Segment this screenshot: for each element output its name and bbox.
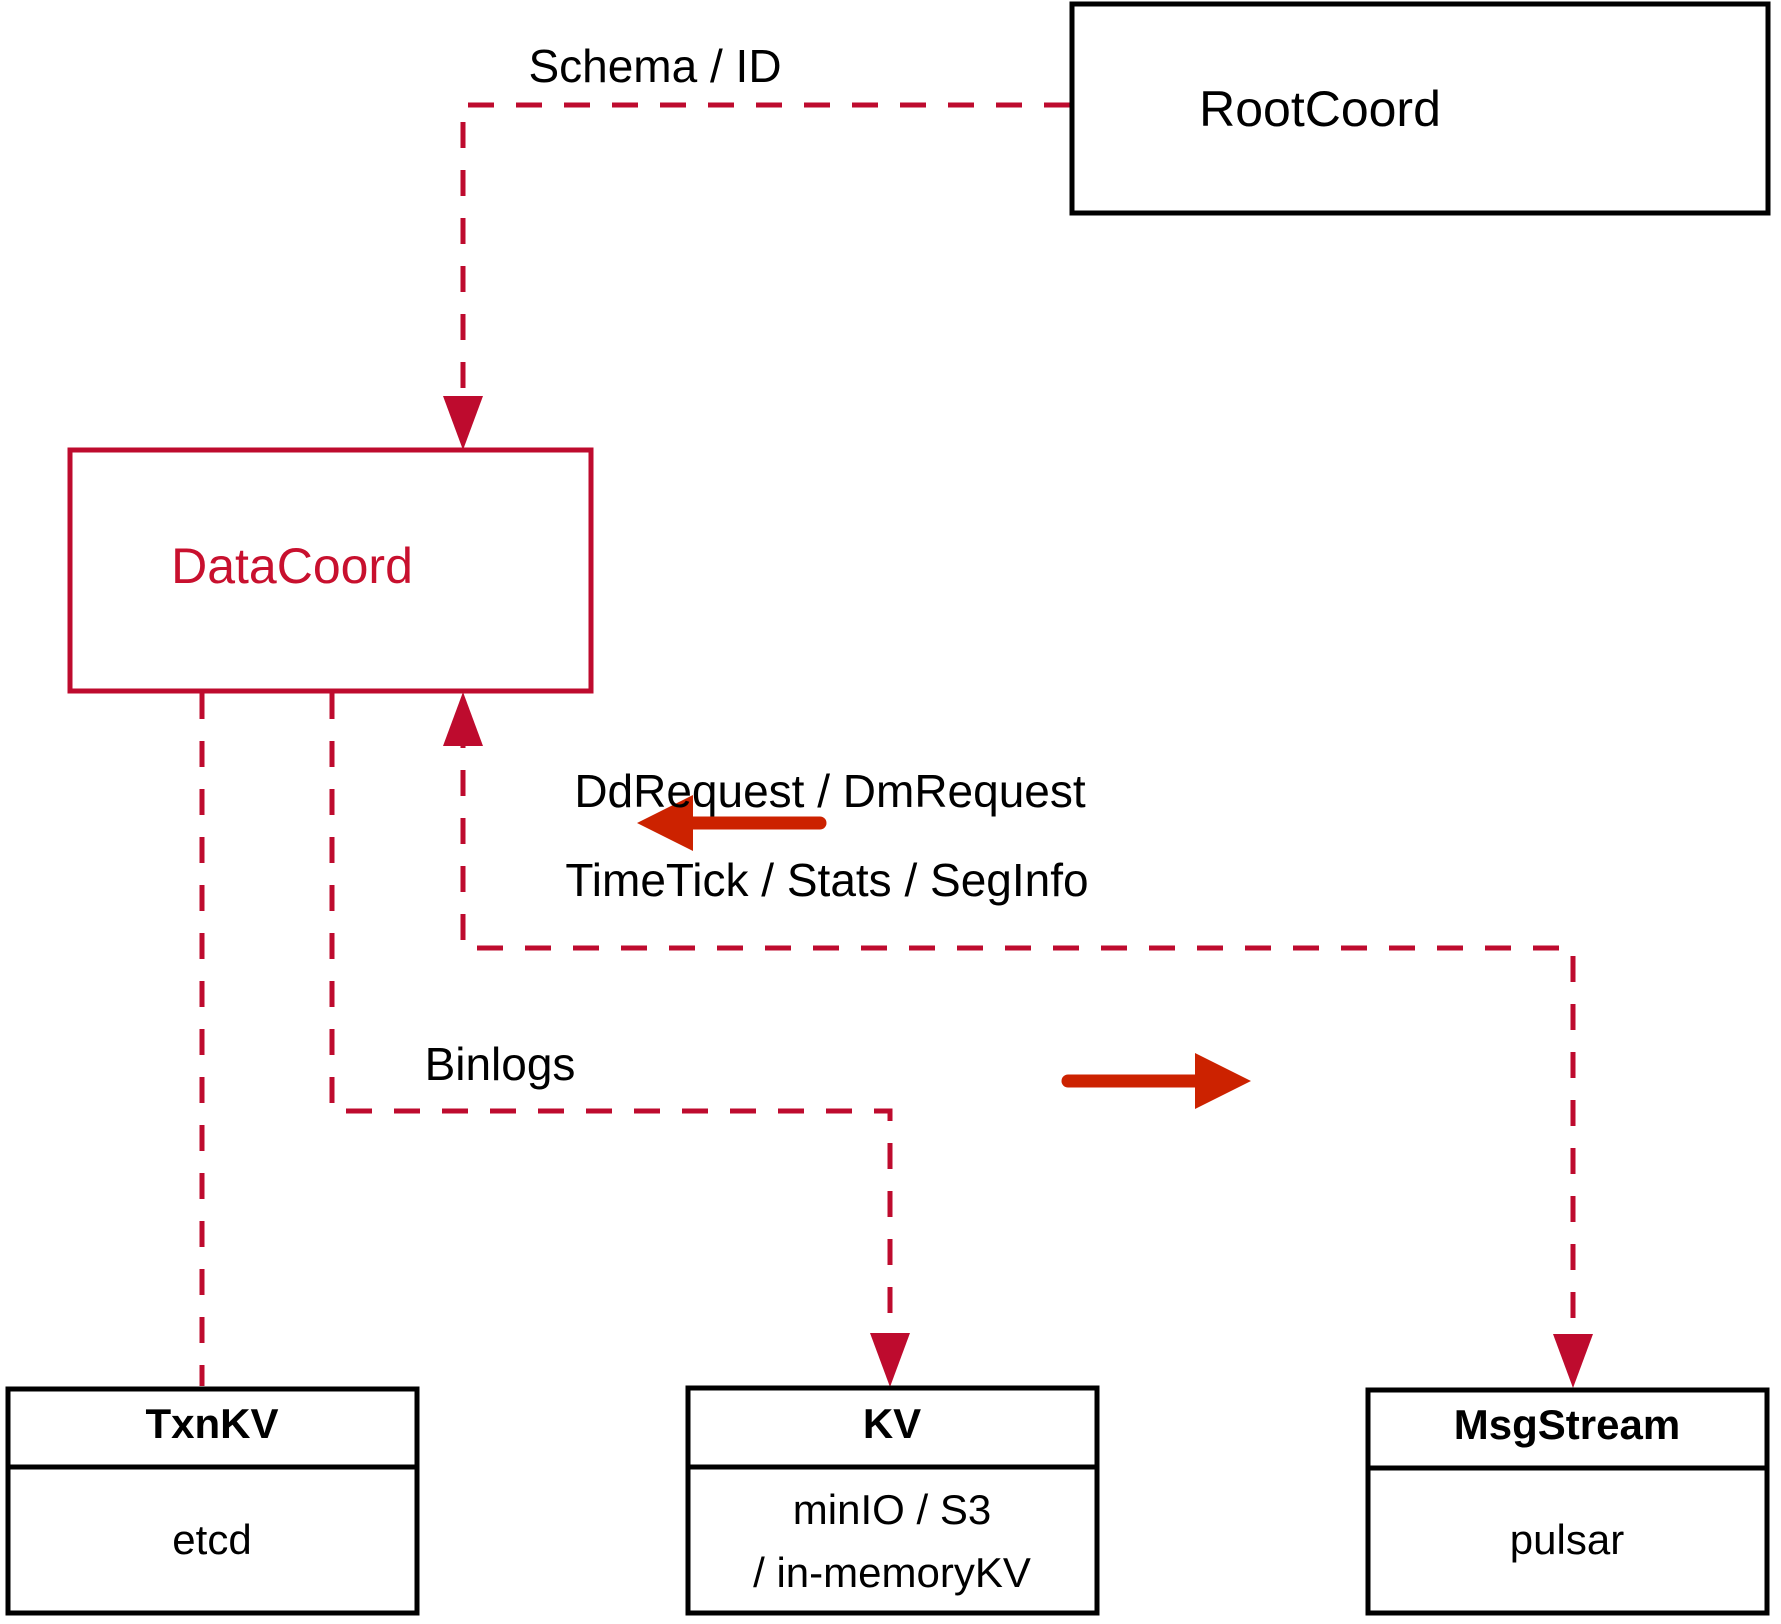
node-kv-title: KV xyxy=(863,1400,921,1447)
edge-schema-id-arrowhead xyxy=(443,396,483,450)
edge-msgstream-arrowhead-down xyxy=(1553,1334,1593,1388)
node-msgstream-box xyxy=(1365,1387,1770,1616)
node-msgstream[interactable]: MsgStream pulsar xyxy=(1365,1387,1770,1616)
edge-msgstream-link xyxy=(443,692,1593,1388)
node-txnkv-title: TxnKV xyxy=(145,1400,278,1447)
edge-label-timetick-stats-seginfo: TimeTick / Stats / SegInfo xyxy=(565,854,1088,906)
edge-schema-id xyxy=(443,102,1070,450)
edge-msgstream-arrowhead-up xyxy=(443,692,483,746)
edge-label-dd-dm-request: DdRequest / DmRequest xyxy=(574,765,1086,817)
edge-binlogs-path xyxy=(329,693,893,1357)
node-rootcoord[interactable]: RootCoord xyxy=(1069,1,1771,216)
edge-msgstream-path xyxy=(460,722,1576,1358)
edge-label-binlogs: Binlogs xyxy=(425,1038,576,1090)
node-kv-sub-1: / in-memoryKV xyxy=(753,1549,1031,1596)
edge-schema-id-path xyxy=(460,102,1070,420)
node-datacoord[interactable]: DataCoord xyxy=(67,447,594,694)
node-kv-sub-0: minIO / S3 xyxy=(793,1486,991,1533)
annotation-arrow-right xyxy=(1061,1053,1251,1109)
edge-label-schema-id: Schema / ID xyxy=(528,40,781,92)
node-txnkv-box xyxy=(5,1386,420,1616)
annotation-arrow-left xyxy=(637,795,827,851)
node-kv[interactable]: KV minIO / S3 / in-memoryKV xyxy=(685,1385,1100,1616)
node-msgstream-title: MsgStream xyxy=(1454,1401,1680,1448)
annotation-arrow-left-head xyxy=(637,795,693,851)
node-rootcoord-box xyxy=(1069,1,1771,216)
node-msgstream-sub-0: pulsar xyxy=(1510,1516,1624,1563)
node-datacoord-label: DataCoord xyxy=(171,538,413,594)
node-rootcoord-label: RootCoord xyxy=(1199,81,1441,137)
edge-binlogs-arrowhead xyxy=(870,1333,910,1387)
node-txnkv[interactable]: TxnKV etcd xyxy=(5,1386,420,1616)
edge-binlogs xyxy=(329,693,910,1387)
node-kv-box xyxy=(685,1385,1100,1616)
node-txnkv-sub-0: etcd xyxy=(172,1516,251,1563)
node-datacoord-box xyxy=(67,447,594,694)
annotation-arrow-right-head xyxy=(1195,1053,1251,1109)
